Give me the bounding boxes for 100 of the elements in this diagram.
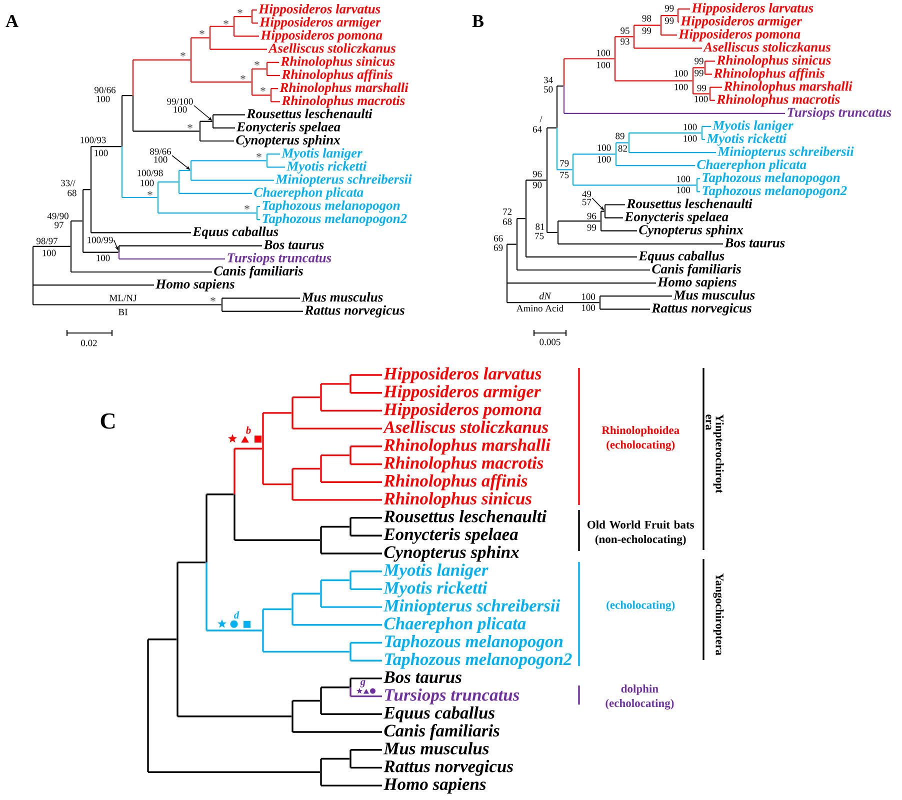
- support-asterisk: *: [210, 297, 216, 302]
- taxon-label: Aselliscus stoliczkanus: [268, 43, 396, 53]
- tree-branch: [661, 34, 677, 36]
- method-label: BI: [118, 308, 128, 316]
- tree-branch: [507, 302, 600, 304]
- tree-branch: [234, 16, 252, 18]
- tree-branch: [321, 454, 350, 456]
- tree-branch: [573, 184, 696, 186]
- tree-branch: [191, 180, 274, 181]
- tree-branch: [321, 713, 382, 715]
- tree-branch: [213, 127, 235, 128]
- taxon-label: Myotis laniger: [282, 148, 362, 160]
- tree-branch: [292, 731, 382, 733]
- tree-branch: [263, 650, 350, 653]
- support-value: 100: [598, 144, 611, 151]
- tree-branch: [350, 749, 382, 751]
- tree-branch: [222, 310, 303, 312]
- tree-branch: [33, 284, 154, 286]
- panel-letter: A: [6, 15, 18, 27]
- support-value: 100: [677, 176, 690, 182]
- support-value: 34: [544, 76, 553, 84]
- support-value: 100: [140, 180, 154, 186]
- tree-branch: [292, 592, 320, 594]
- tree-branch: [616, 142, 628, 144]
- taxon-label: Rattus norvegicus: [652, 303, 752, 316]
- taxon-label: Hipposideros armiger: [260, 17, 381, 30]
- support-value: 49 57: [582, 190, 592, 206]
- support-value: 99: [664, 5, 674, 12]
- tree-branch: [350, 766, 382, 769]
- support-value: 89/66 100: [150, 148, 172, 163]
- tree-branch: [350, 660, 382, 662]
- tree-branch: [573, 154, 616, 155]
- taxon-label: Cynopterus sphinx: [639, 224, 744, 238]
- tree-branch: [267, 62, 279, 63]
- tree-branch: [557, 169, 572, 170]
- support-asterisk: *: [256, 153, 262, 158]
- tree-branch: [271, 88, 278, 90]
- taxon-label: Equus caballus: [192, 226, 278, 239]
- tree-branch: [292, 624, 382, 626]
- tree-branch: [321, 579, 350, 582]
- support-value: 79: [560, 160, 569, 167]
- taxon-label: Miniopterus schreibersii: [276, 174, 412, 187]
- taxon-label: Hipposideros larvatus: [692, 2, 814, 16]
- taxon-label: Equus caballus: [638, 250, 724, 264]
- taxon-label: Mus musculus: [302, 292, 383, 302]
- taxon-label: Bos taurus: [264, 240, 324, 250]
- support-value: 49/90: [47, 212, 68, 220]
- tree-branch: [547, 127, 556, 128]
- taxon-label: Bos taurus: [724, 238, 785, 248]
- support-value: 82: [618, 145, 627, 152]
- tree-branch: [252, 94, 270, 96]
- tree-branch: [678, 8, 690, 10]
- tree-branch: [705, 60, 715, 62]
- taxon-label: Rhinolophus macrotis: [282, 96, 405, 108]
- support-value: 100: [674, 84, 688, 90]
- tree-branch: [601, 230, 637, 232]
- taxon-label: Rhinolophus macrotis: [384, 456, 544, 472]
- tree-branch: [33, 246, 70, 248]
- tree-branch: [616, 165, 695, 166]
- tree-branch: [697, 178, 700, 180]
- tree-branch: [252, 68, 266, 70]
- support-value: 95: [620, 28, 630, 34]
- support-value: 68: [502, 218, 512, 225]
- tree-branch: [234, 36, 259, 37]
- tree-branch: [558, 243, 723, 244]
- taxon-label: Taphozous melanopogon: [702, 172, 840, 185]
- taxon-label: Rhinolophus marshalli: [280, 82, 408, 95]
- tree-branch: [321, 526, 350, 528]
- support-asterisk: *: [260, 87, 266, 92]
- taxon-label: Miniopterus schreibersii: [718, 146, 854, 159]
- tree-branch: [91, 146, 122, 148]
- support-asterisk: *: [188, 124, 192, 129]
- taxon-label: Equus caballus: [384, 706, 495, 722]
- support-value: 99: [587, 224, 596, 231]
- tree-branch: [634, 48, 702, 49]
- tree-branch: [526, 180, 546, 181]
- tree-branch: [557, 86, 564, 87]
- support-value: 100: [684, 135, 697, 142]
- taxon-label: Rousettus leschenaulti: [384, 510, 546, 522]
- tree-branch: [321, 410, 382, 412]
- support-asterisk: *: [180, 52, 186, 57]
- tree-branch: [292, 700, 320, 702]
- clade-label: (echolocating): [606, 600, 675, 612]
- tree-branch: [634, 24, 660, 26]
- taxon-label: Myotis laniger: [712, 120, 794, 133]
- tree-branch: [179, 192, 252, 194]
- support-value: 98/97: [36, 238, 58, 244]
- tree-branch: [697, 191, 700, 192]
- method-label: Amino Acid: [516, 304, 564, 312]
- method-label: ML/NJ: [110, 294, 137, 302]
- taxon-label: Rhinolophus marshalli: [384, 438, 550, 454]
- tree-branch: [526, 256, 637, 258]
- taxon-label: Rousettus leschenaulti: [626, 198, 752, 208]
- tree-branch: [200, 120, 212, 122]
- tree-branch: [263, 483, 292, 486]
- support-value: 100: [694, 96, 708, 102]
- tree-branch: [321, 686, 350, 688]
- taxon-label: Mus musculus: [674, 290, 755, 300]
- support-value: 93: [620, 38, 630, 45]
- taxon-label: Canis familiaris: [214, 266, 303, 278]
